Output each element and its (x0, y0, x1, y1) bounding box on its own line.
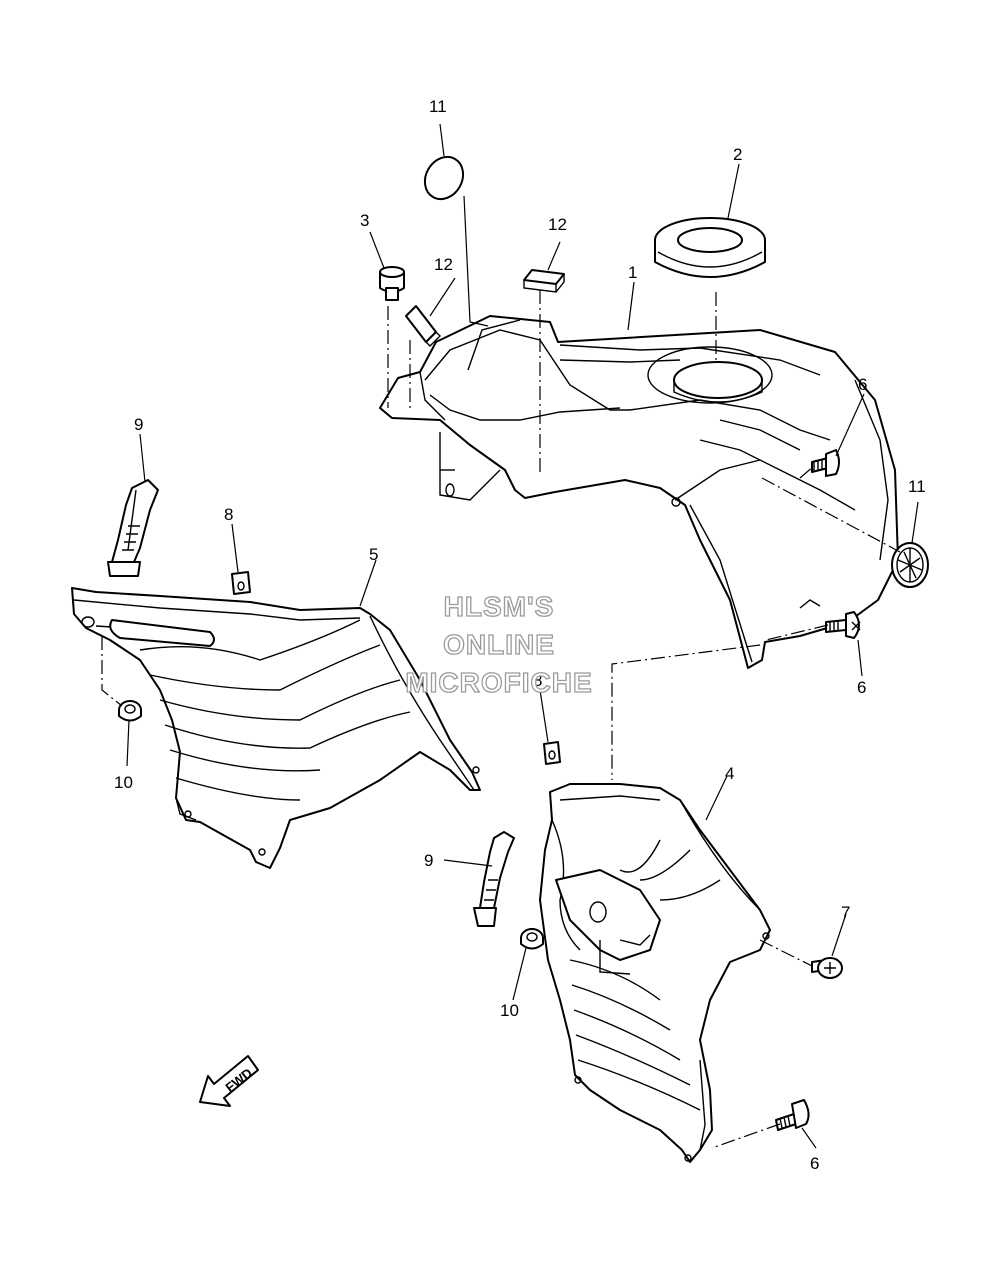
watermark-line-2: ONLINE (443, 629, 555, 660)
callout-clip-right: 8 (533, 671, 542, 690)
bolt-top (811, 449, 840, 477)
emblem-right (891, 542, 929, 588)
callout-grip-right: 9 (424, 851, 433, 870)
watermark-line-1: HLSM'S (444, 591, 555, 622)
side-cover-right (539, 783, 771, 1163)
filler-ring (654, 217, 766, 278)
callout-grommet-left: 10 (114, 773, 133, 792)
callout-emblem-right: 11 (908, 477, 926, 496)
bolt-mid (825, 611, 861, 639)
side-cover-left (71, 587, 481, 869)
grip-right (473, 831, 515, 927)
tank-cover (379, 315, 899, 669)
callout-screw: 7 (841, 903, 850, 922)
callout-side-cover-left: 5 (369, 545, 378, 564)
grommet-left (118, 700, 142, 722)
pad-left (405, 305, 441, 347)
callouts: 1 2 3 4 5 6 6 6 7 8 8 9 9 10 10 11 11 12… (114, 97, 926, 1173)
callout-bolt-bottom: 6 (810, 1154, 819, 1173)
callout-side-cover-right: 4 (725, 764, 734, 783)
watermark: HLSM'S ONLINE MICROFICHE (405, 590, 593, 698)
callout-tank-cover: 1 (628, 263, 637, 282)
watermark-line-3: MICROFICHE (405, 667, 592, 698)
clip-left (231, 571, 251, 595)
cap-nut (379, 266, 405, 301)
callout-pad-right: 12 (548, 215, 567, 234)
forward-arrow-icon: FWD (199, 1055, 259, 1107)
screw (811, 957, 843, 979)
callout-bolt-top: 6 (858, 375, 867, 394)
grommet-right (520, 928, 544, 950)
callout-clip-left: 8 (224, 505, 233, 524)
callout-cap-nut: 3 (360, 211, 369, 230)
callout-pad-left: 12 (434, 255, 453, 274)
clip-right (543, 741, 561, 765)
callout-emblem-top: 11 (429, 97, 447, 116)
callout-grip-left: 9 (134, 415, 143, 434)
leader-lines (101, 123, 919, 1149)
emblem-top (423, 155, 465, 201)
bolt-bottom (775, 1099, 810, 1131)
callout-grommet-right: 10 (500, 1001, 519, 1020)
callout-bolt-mid: 6 (857, 678, 866, 697)
pad-right (523, 269, 565, 293)
grip-left (107, 479, 159, 577)
callout-ring: 2 (733, 145, 742, 164)
